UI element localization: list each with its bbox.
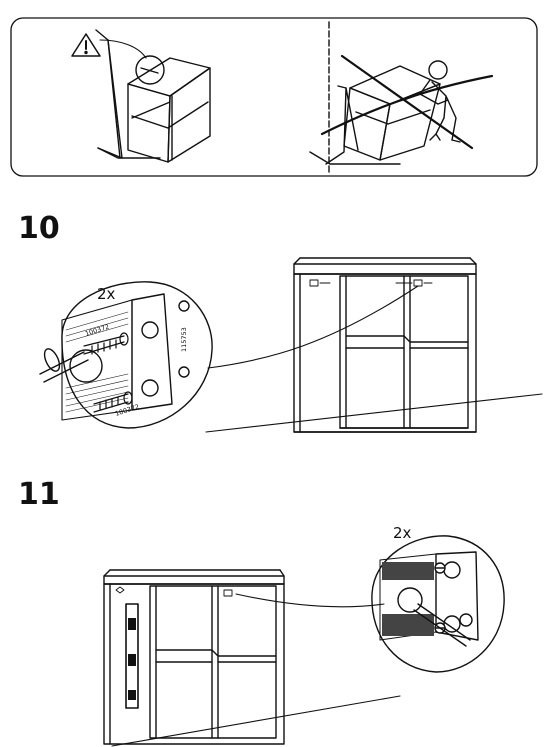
person-figure: [403, 60, 461, 143]
plate-hatching: [65, 311, 129, 413]
cube-shelf-unit: [293, 257, 477, 433]
floor-line: [205, 393, 543, 433]
safety-panel-frame: [10, 17, 538, 177]
step-number-10: 10: [18, 211, 60, 246]
wall-anchor-detail: [135, 55, 165, 85]
fitting-marks: [115, 586, 233, 597]
callout-leader: [207, 285, 419, 369]
part-number-top: 100372: [84, 323, 110, 338]
side-panel-edge: [131, 293, 173, 411]
part-number-side: 115753: [180, 327, 188, 352]
screwdriver-icon: [413, 603, 471, 647]
anchored-shelf-scene: [71, 29, 211, 163]
wall-hatching: [382, 562, 434, 636]
tipping-shelf-unit: [343, 65, 441, 161]
tipping-shelf-scene: [309, 54, 494, 165]
quantity-label-step-11: 2x: [393, 524, 412, 542]
callout-leader: [235, 593, 385, 608]
fitting-marks: [309, 279, 433, 287]
wall-edge: [95, 29, 123, 159]
step-10-illustration: 100372 100372 115753: [39, 257, 543, 433]
step-11-illustration: [103, 535, 505, 747]
prohibited-cross-icon: [320, 54, 494, 150]
screw-bottom: [93, 391, 133, 413]
quantity-label-step-10: 2x: [97, 285, 116, 303]
warning-triangle-icon: [71, 33, 101, 57]
small-shelf-unit: [127, 57, 211, 163]
screw-top: [83, 332, 129, 355]
bracket-plate: [61, 299, 133, 421]
wall-fixing-detail: 100372 100372 115753: [39, 281, 213, 429]
safety-panel: [10, 17, 538, 177]
step-number-11: 11: [18, 477, 60, 512]
installed-fixing-detail: [371, 535, 505, 673]
cube-shelf-unit-2: [103, 569, 285, 745]
detail-circle: [371, 535, 505, 673]
spirit-level-icon: [125, 603, 139, 709]
screwdriver-icon: [39, 348, 89, 383]
